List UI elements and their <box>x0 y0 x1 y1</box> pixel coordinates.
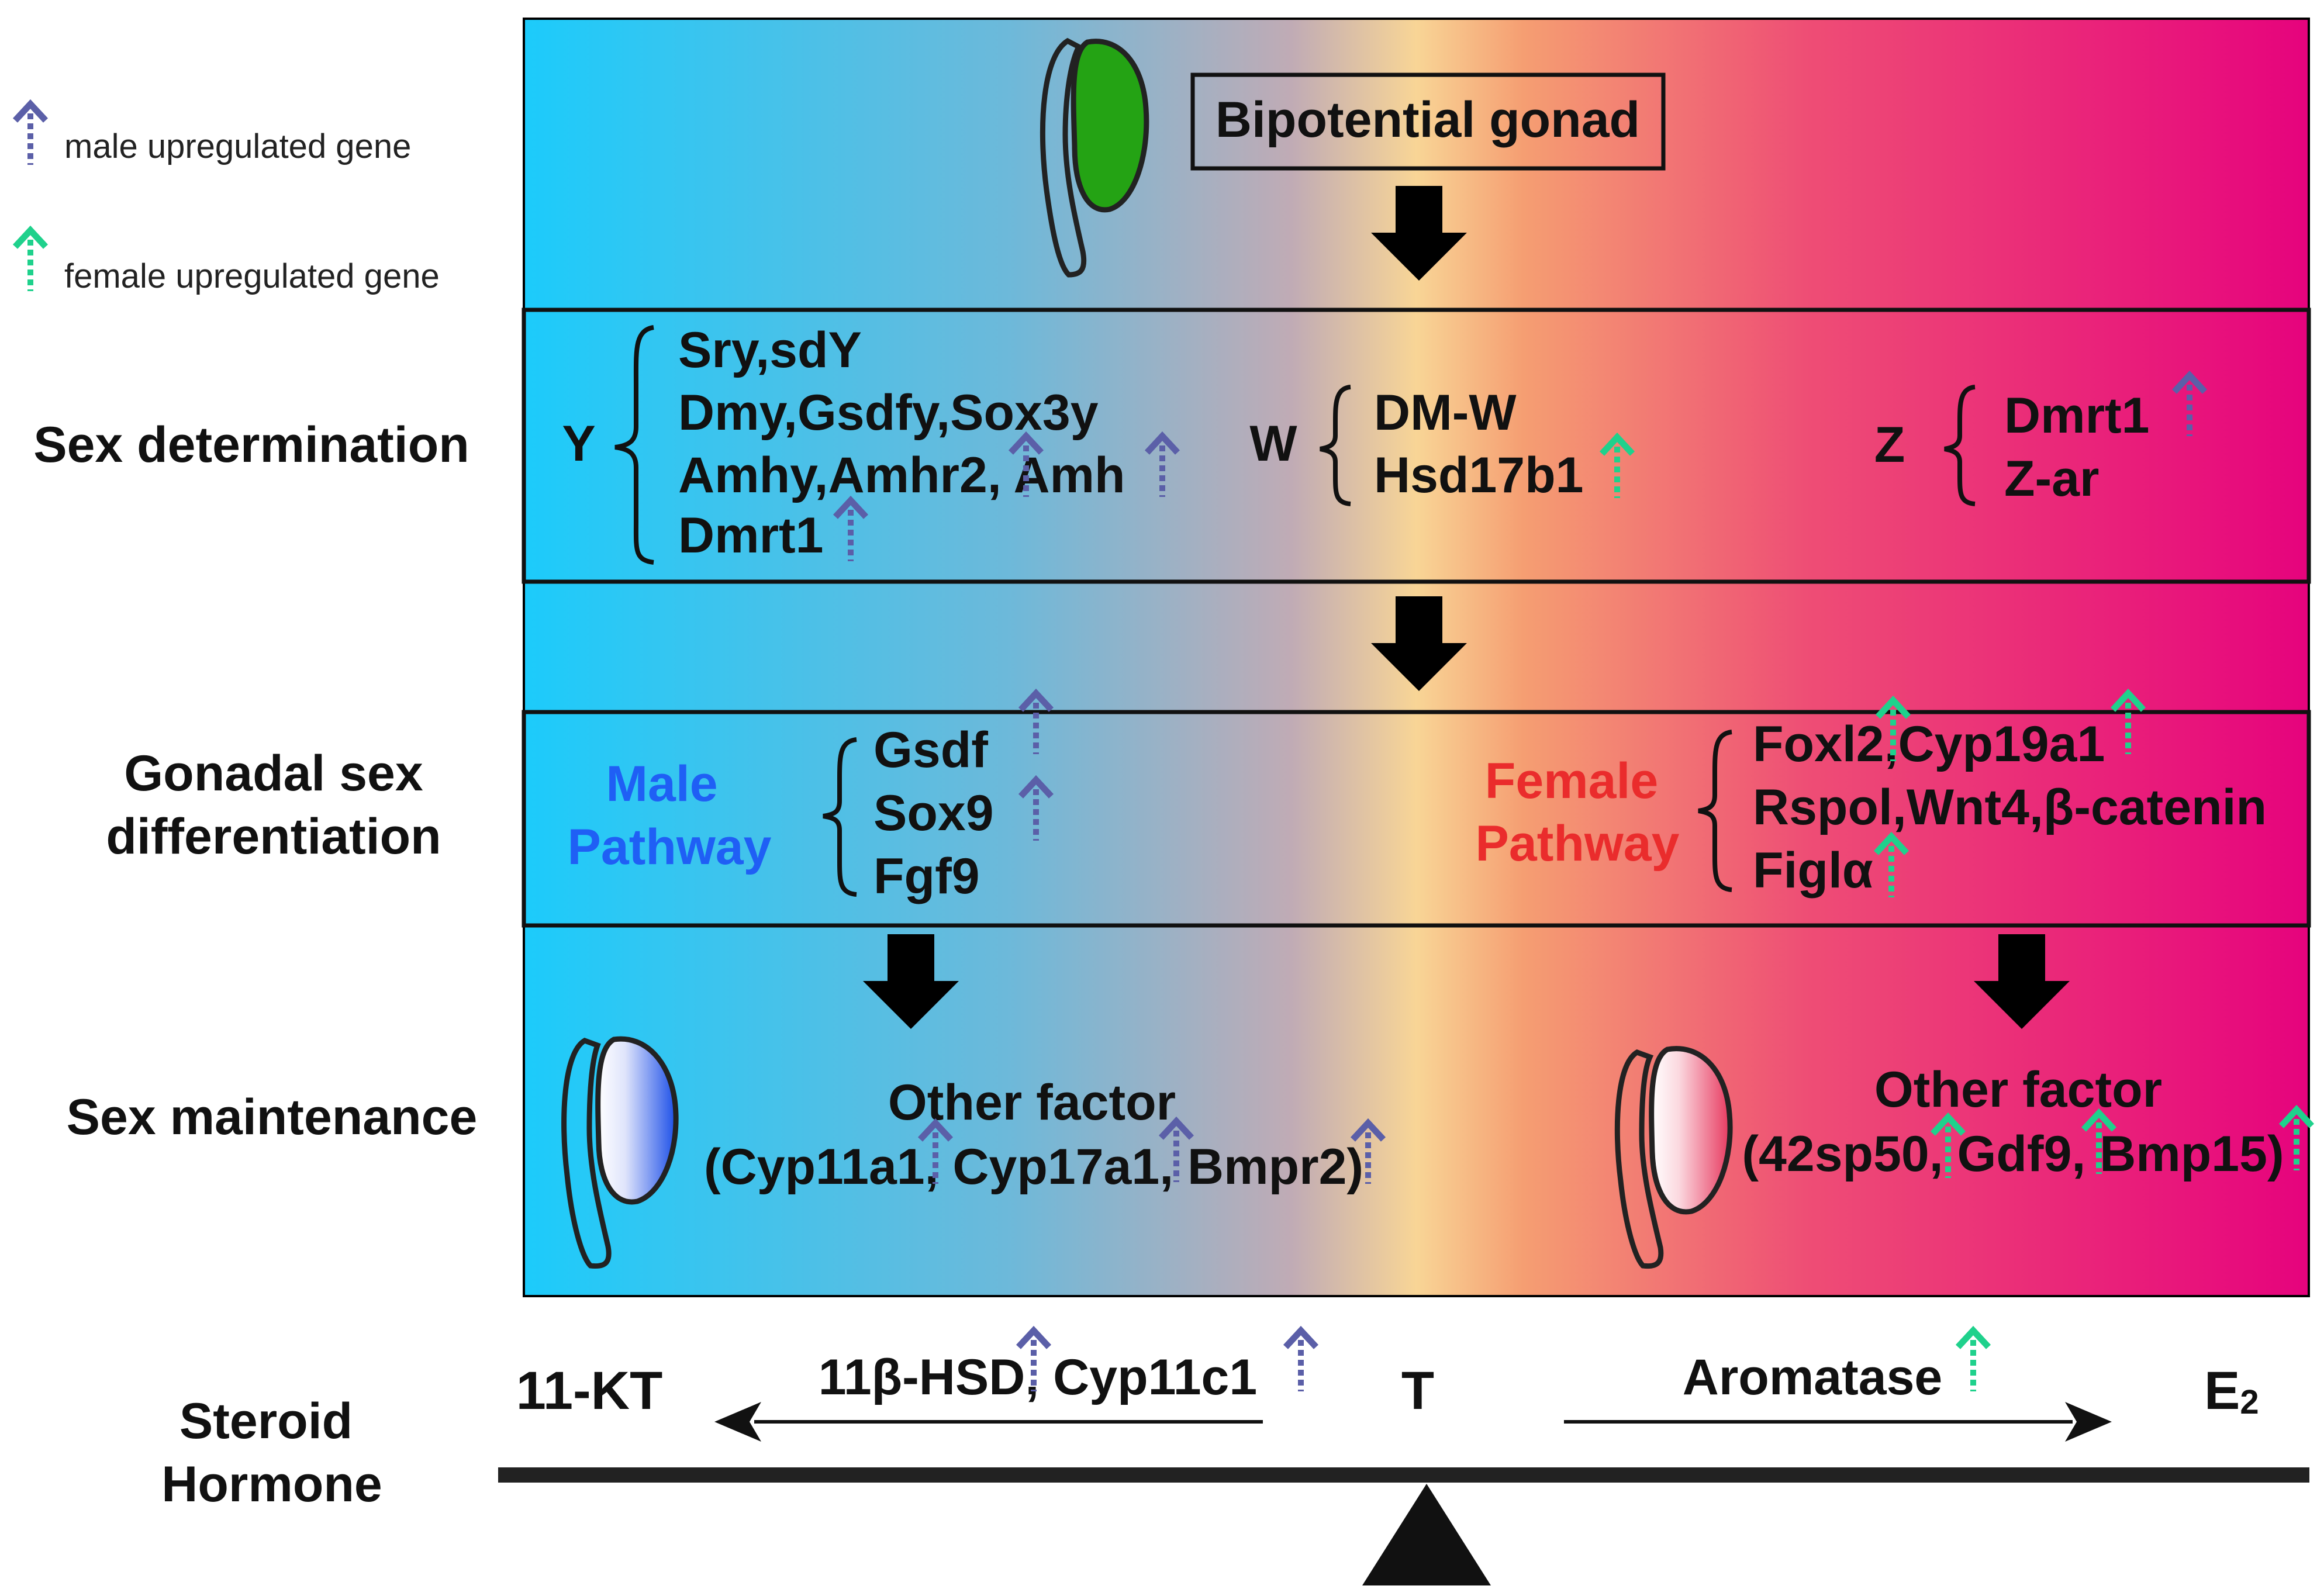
right-product-e2: E2 <box>2204 1361 2259 1421</box>
male-gene-line-1: Gsdf <box>873 722 988 778</box>
z-gene-line-1: Dmrt1 <box>2004 388 2150 444</box>
gonadal-differentiation-box <box>522 710 2311 928</box>
row-label-sex-determination: Sex determination <box>33 417 469 473</box>
legend-female-arrow-icon <box>15 230 46 291</box>
y-gene-line-4: Dmrt1 <box>678 507 824 564</box>
male-gene-line-3: Fgf9 <box>873 848 980 904</box>
legend-male-label: male upregulated gene <box>64 127 411 165</box>
y-gene-line-2: Dmy,Gsdfy,Sox3y <box>678 385 1099 441</box>
row-label-gonadal-line-2: differentiation <box>106 809 441 865</box>
female-pathway-brace <box>1698 730 1732 892</box>
w-gene-line-1: DM-W <box>1374 385 1517 441</box>
female-gene-line-1: Foxl2,Cyp19a1 <box>1753 716 2105 772</box>
female-gene-line-2: Rspol,Wnt4,β-catenin <box>1753 779 2267 835</box>
w-gene-line-2: Hsd17b1 <box>1374 447 1584 503</box>
balance-beam <box>498 1467 2309 1483</box>
male-other-factor-genes: (Cyp11a1, Cyp17a1, Bmpr2) <box>704 1139 1363 1195</box>
y-gene-line-1: Sry,sdY <box>678 322 862 378</box>
male-pathway-label-line-1: Male <box>606 756 717 812</box>
left-enzymes: 11β-HSD, Cyp11c1 <box>819 1349 1257 1405</box>
sex-determination-box <box>522 308 2311 584</box>
female-gonad-icon <box>1614 1046 1733 1269</box>
female-other-factor-title: Other factor <box>1874 1062 2162 1118</box>
female-other-factor-genes: (42sp50, Gdf9, Bmp15) <box>1742 1126 2284 1182</box>
row-label-sex-maintenance: Sex maintenance <box>67 1089 478 1145</box>
legend-female-label: female upregulated gene <box>64 257 440 295</box>
y-chromosome-letter: Y <box>562 416 595 472</box>
w-chromosome-letter: W <box>1249 416 1297 472</box>
legend-male-arrow-icon <box>15 104 46 165</box>
right-conversion-arrow <box>1564 1402 2112 1442</box>
row-label-steroid-line-1: Steroid <box>179 1393 353 1449</box>
male-other-factor-title: Other factor <box>888 1075 1176 1131</box>
female-pathway-label-line-2: Pathway <box>1476 816 1680 872</box>
male-gene-line-2: Sox9 <box>873 785 994 841</box>
z-brace <box>1944 385 1976 506</box>
male-gonad-icon <box>561 1036 679 1269</box>
bipotential-box <box>1190 72 1666 171</box>
balance-fulcrum <box>1362 1484 1491 1585</box>
left-conversion-arrow <box>714 1402 1263 1442</box>
center-testosterone: T <box>1401 1361 1434 1421</box>
left-product-11kt: 11-KT <box>516 1361 663 1421</box>
bipotential-label: Bipotential gonad <box>1216 92 1640 148</box>
row-label-gonadal-line-1: Gonadal sex <box>124 745 423 802</box>
z-chromosome-letter: Z <box>1874 417 1905 473</box>
z-gene-line-2: Z-ar <box>2004 451 2099 507</box>
female-up-arrow-icon <box>1958 1331 1988 1391</box>
female-pathway-label-line-1: Female <box>1485 753 1658 809</box>
male-pathway-label-line-2: Pathway <box>568 819 772 875</box>
y-gene-line-3: Amhy,Amhr2, Amh <box>678 447 1125 503</box>
right-enzyme-aromatase: Aromatase <box>1683 1349 1943 1405</box>
row-label-steroid-line-2: Hormone <box>161 1456 382 1512</box>
female-gene-line-3: Figlα <box>1753 842 1873 899</box>
w-brace <box>1320 385 1351 506</box>
y-brace <box>614 325 654 565</box>
bipotential-gonad-icon <box>1040 37 1149 278</box>
legend: male upregulated gene female upregulated… <box>15 104 440 295</box>
male-pathway-brace <box>823 737 857 897</box>
male-up-arrow-icon <box>1286 1331 1316 1391</box>
